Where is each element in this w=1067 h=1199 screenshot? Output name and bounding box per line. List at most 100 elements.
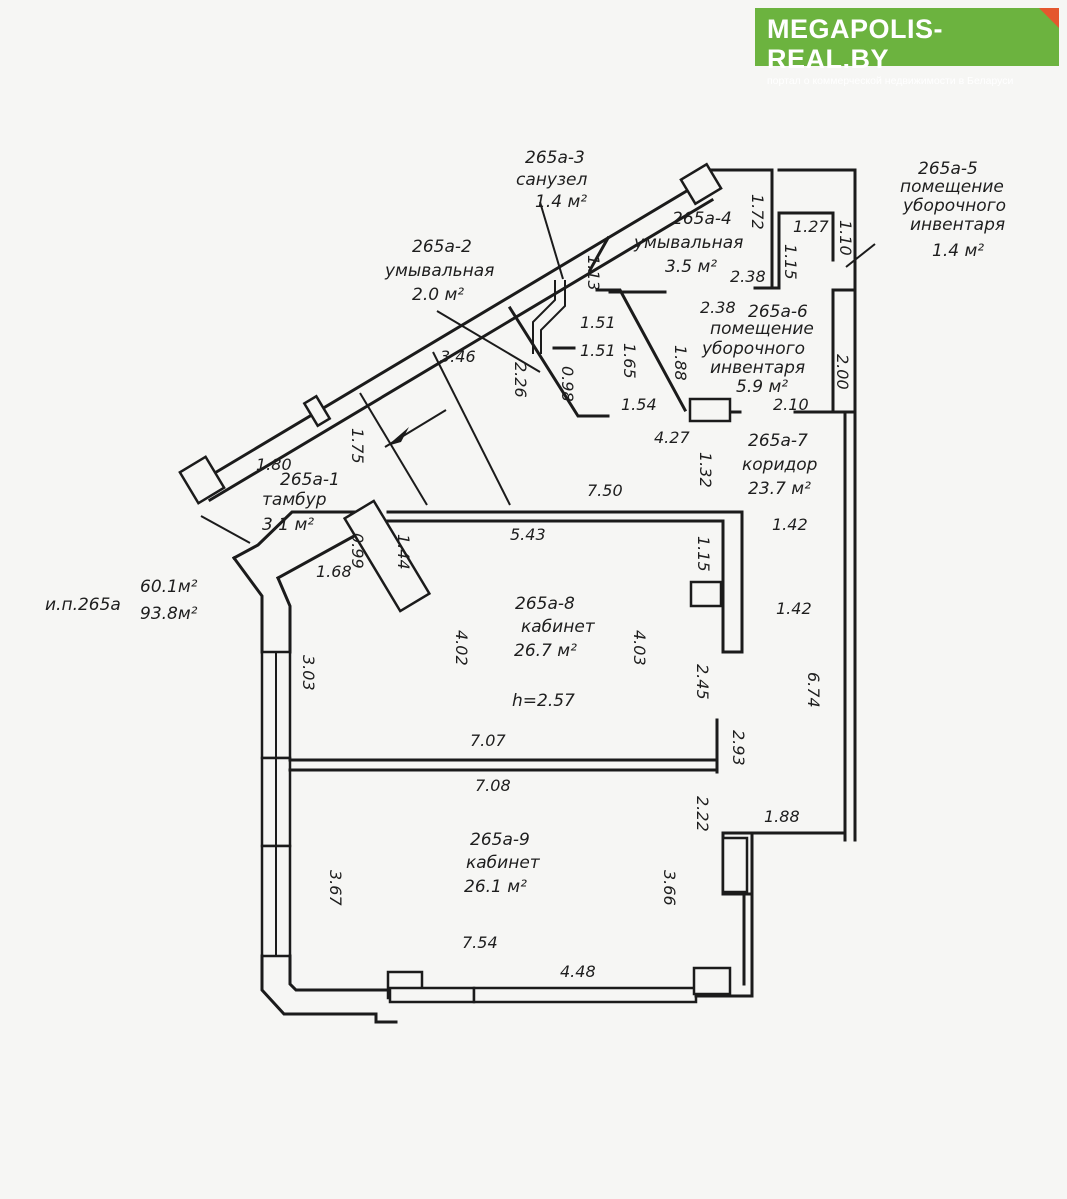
window-bottom-1 [388,986,476,1004]
wall-facade-top-b [276,576,292,654]
room7-code: 265а-7 [748,431,808,451]
column-office8 [689,580,723,608]
dim-label: 1.44 [394,534,413,570]
room-labels: 265а-1 тамбур 3.1 м² 265а-2 умывальная 2… [45,148,1006,897]
dim-label: 1.42 [772,515,808,534]
room8-code: 265а-8 [515,594,575,614]
dim-label: 1.72 [748,194,767,230]
dim-label: 2.22 [693,796,712,832]
dim-label: 1.10 [836,220,855,256]
dim-label: 1.15 [694,536,713,572]
dim-label: 1.27 [793,217,829,236]
vestibule-line-b [432,351,511,506]
dim-label: 4.27 [654,428,690,447]
room2-area: 2.0 м² [412,285,464,305]
dim-label: 7.08 [475,776,511,795]
dim-label: 2.38 [730,267,766,286]
wall-bottom-left-b [288,954,392,992]
pillar-mid [302,394,332,428]
dim-label: 1.65 [620,343,639,379]
room6-code: 265а-6 [748,302,808,322]
vestibule-wall-block [342,499,432,613]
room3-code: 265а-3 [525,148,585,168]
room7-name: коридор [742,455,818,475]
room1-area: 3.1 м² [262,515,314,535]
leader-toilet [539,201,564,280]
dim-label: 1.68 [316,562,352,581]
dim-label: 1.88 [671,345,690,381]
logo-subtitle: портал о коммерческой недвижимости в Бел… [767,75,1014,87]
room1-code: 265а-1 [280,470,340,490]
dim-label: 7.07 [470,731,506,750]
room9-area: 26.1 м² [464,877,527,897]
room4-area: 3.5 м² [665,257,717,277]
room8-name: кабинет [521,617,596,637]
wall-vestibule-top [231,510,368,561]
summary-area-1: 60.1м² [140,577,198,597]
wall-washroom2 [507,305,610,418]
logo-corner-mark [1039,8,1059,28]
room6-area: 5.9 м² [736,377,788,397]
dim-label: 3.03 [299,655,318,691]
column-bottom-right [692,966,732,996]
summary-label: и.п.265а [45,595,121,615]
room5-name2: уборочного [902,196,1006,216]
dim-label: 3.67 [326,870,345,906]
dim-label: 3.46 [440,347,476,366]
room2-code: 265а-2 [412,237,472,257]
dim-label: 1.32 [696,452,715,488]
door-arrow-icon [387,427,409,446]
dim-label: 1.54 [621,395,657,414]
diagonal-wall-inner [207,197,715,503]
room5-name3: инвентаря [910,215,1005,235]
dim-label: 2.10 [773,395,809,414]
pillar-top [679,162,723,206]
wall-storage6-left [595,288,688,413]
window-bottom-2 [472,986,698,1004]
room3-name: санузел [516,170,587,190]
diagonal-wall-outer [195,180,703,486]
wall-toilet-b [532,280,556,354]
room5-area: 1.4 м² [932,241,984,261]
dim-label: 2.26 [511,362,530,398]
room9-code: 265а-9 [470,830,530,850]
room6-name3: инвентаря [710,358,805,378]
wall-wash4-left [587,235,611,273]
dim-label: 7.50 [587,481,623,500]
dim-label: 1.42 [776,599,812,618]
room5-name1: помещение [900,177,1004,197]
leader-vestibule [200,515,251,544]
plan-walls [178,162,876,1024]
dim-label: 2.45 [693,664,712,700]
logo-title: MEGAPOLIS-REAL.BY [767,14,944,74]
dim-label: 4.02 [452,630,471,666]
dim-label: 1.75 [348,428,367,464]
room4-code: 265а-4 [672,209,732,229]
room1-name: тамбур [262,490,327,510]
dim-label: 6.74 [804,672,823,708]
dim-label: 2.00 [833,354,852,390]
room3-area: 1.4 м² [535,192,587,212]
wall-wc-right [710,168,774,290]
dim-label: 7.54 [462,933,498,952]
room2-name: умывальная [384,261,494,281]
wall-toilet-a [540,280,566,354]
room6-name2: уборочного [701,339,805,359]
dim-label: 4.48 [560,962,596,981]
wall-office8-shaft [721,510,744,654]
dim-label: 1.88 [764,807,800,826]
room9-name: кабинет [466,853,541,873]
room7-area: 23.7 м² [748,479,811,499]
summary-area-2: 93.8м² [140,604,198,624]
leader-washroom2 [436,310,541,373]
wall-storage5-inner [777,211,835,262]
site-logo[interactable]: MEGAPOLIS-REAL.BY портал о коммерческой … [755,8,1059,87]
shaft2-block [721,836,749,894]
leader-storage5 [845,243,876,268]
room6-name1: помещение [710,319,814,339]
room5-code: 265а-5 [918,159,978,179]
wall-bottom-right-a [694,892,754,998]
dim-label: 3.66 [660,870,679,906]
pillar-left [178,455,226,505]
